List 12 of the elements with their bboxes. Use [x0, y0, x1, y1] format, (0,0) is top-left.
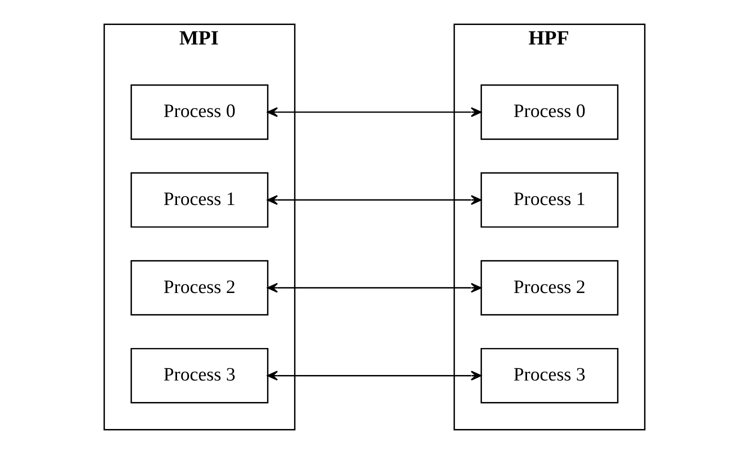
arrow — [267, 370, 482, 381]
node-box: Process 1 — [480, 172, 618, 228]
arrow — [267, 195, 482, 205]
node-box: Process 3 — [130, 348, 268, 404]
node-box: Process 0 — [130, 84, 268, 140]
arrow — [267, 282, 482, 293]
node-box: Process 3 — [480, 348, 618, 404]
node-box: Process 1 — [130, 172, 268, 228]
arrow — [267, 107, 482, 118]
node-box: Process 2 — [130, 260, 268, 316]
node-box: Process 0 — [480, 84, 618, 140]
node-box: Process 2 — [480, 260, 618, 316]
